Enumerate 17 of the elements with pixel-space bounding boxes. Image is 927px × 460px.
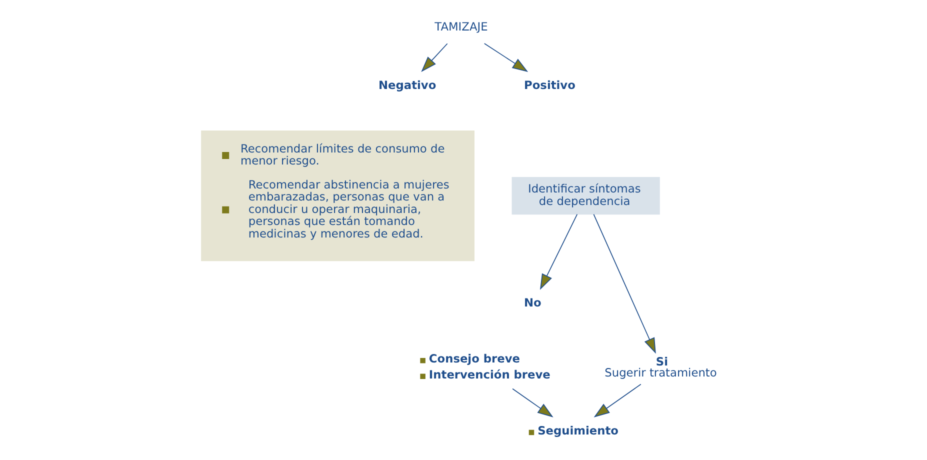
node-label: Consejo breve	[428, 352, 520, 366]
node-label: Seguimiento	[537, 424, 618, 438]
node-box: Recomendar límites de consumo de menor riesgo. Recomendar abstinencia a mujeres embarazadas, personas que van a conducir u operar maquinaria, personas que están tomando medicinas y menores de edad.	[200, 130, 474, 262]
node-text: Si Sugerir tratamiento	[604, 354, 716, 380]
arrow	[540, 214, 578, 290]
arrow	[593, 384, 641, 418]
arrow	[420, 43, 448, 72]
node-text: Positivo	[524, 78, 575, 92]
arrow	[483, 43, 528, 72]
node-text: TAMIZAJE	[434, 20, 488, 34]
node-box	[528, 430, 534, 436]
node-text: Negativo	[378, 78, 436, 92]
node-label: Intervención breve	[428, 367, 550, 382]
arrow	[592, 214, 656, 354]
arrow	[512, 388, 553, 418]
node-text: No	[524, 296, 541, 310]
node-box: Identificar síntomas de dependencia	[511, 176, 660, 215]
